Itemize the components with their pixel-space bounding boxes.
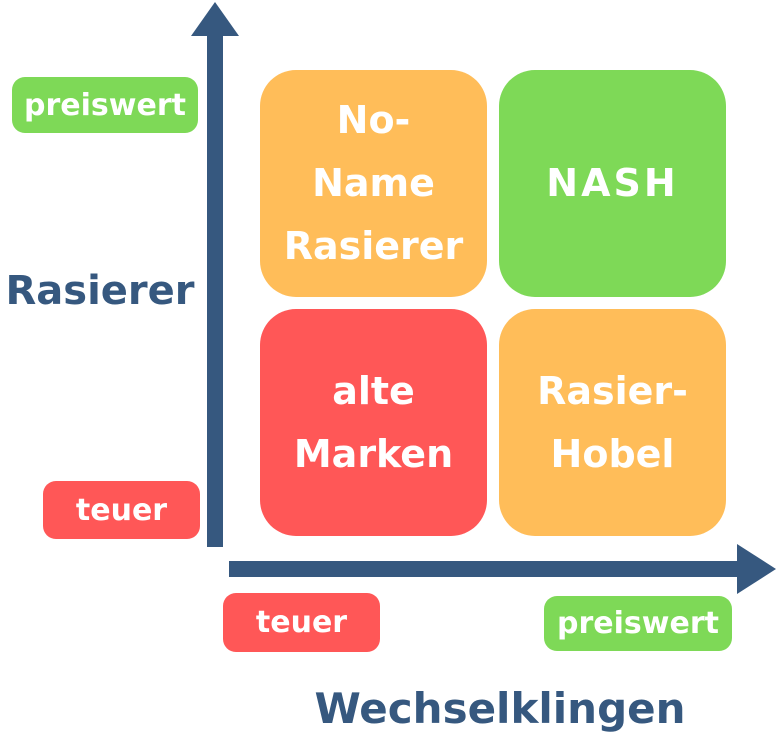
- quadrant-nash: NASH: [499, 70, 726, 297]
- quadrant-alte-marken: alte Marken: [260, 309, 487, 536]
- x-axis-right-badge: preiswert: [544, 596, 732, 651]
- y-axis-line: [207, 28, 223, 547]
- quadrant-rasier-hobel: Rasier- Hobel: [499, 309, 726, 536]
- x-axis-left-badge: teuer: [223, 593, 380, 652]
- y-axis-bottom-badge: teuer: [43, 481, 200, 539]
- x-axis-title: Wechselklingen: [314, 684, 686, 733]
- x-axis-arrowhead-icon: [737, 544, 776, 594]
- y-axis-title: Rasierer: [5, 268, 195, 314]
- y-axis-top-badge: preiswert: [12, 77, 198, 133]
- y-axis-arrowhead-icon: [191, 2, 239, 36]
- x-axis-line: [229, 561, 741, 577]
- quadrant-no-name-rasierer: No- Name Rasierer: [260, 70, 487, 297]
